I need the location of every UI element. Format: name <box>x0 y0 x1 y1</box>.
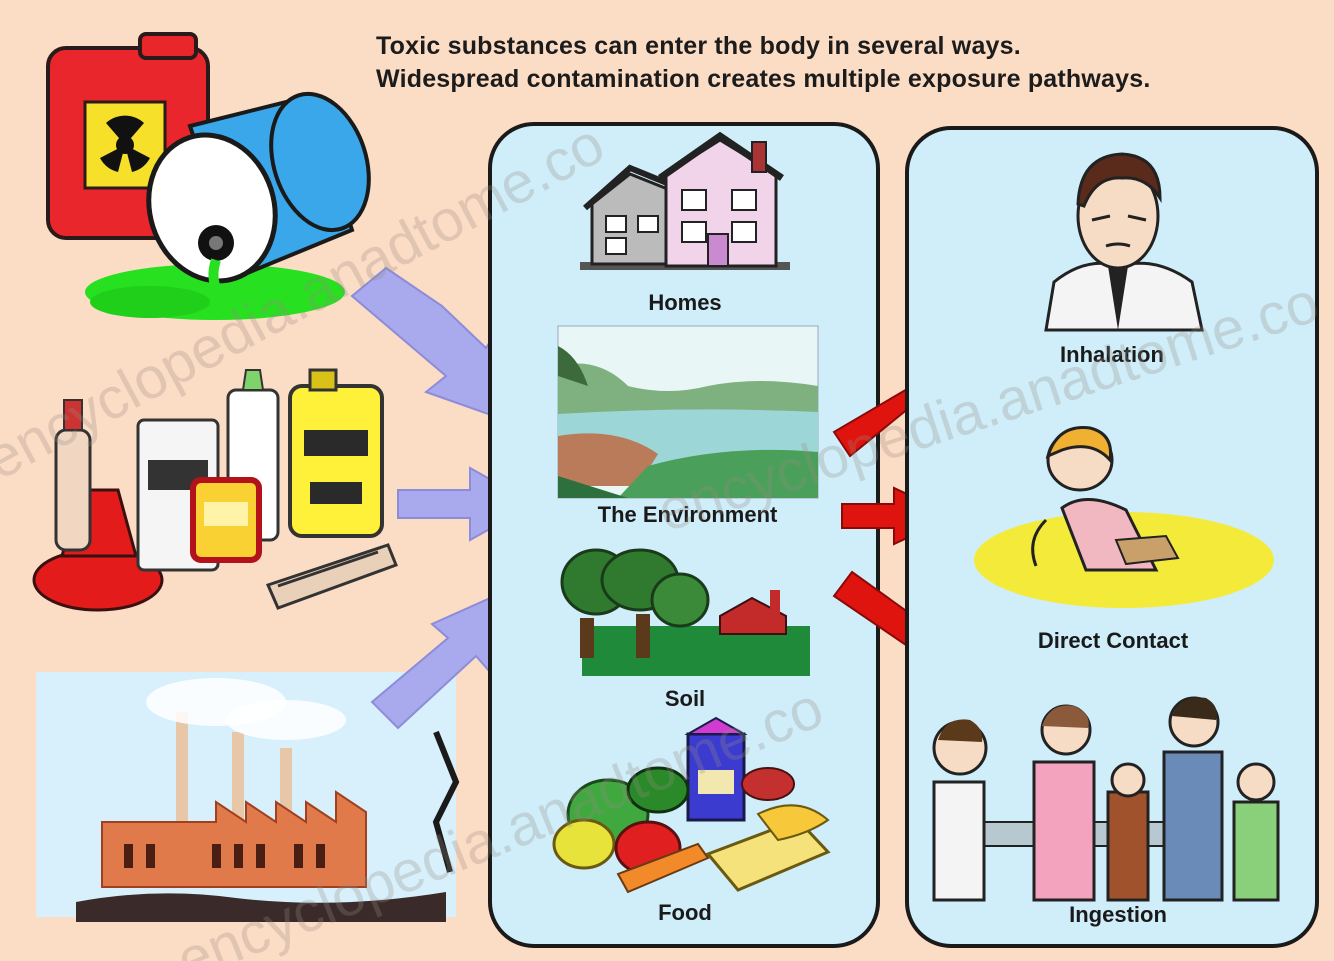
diagram-title: Toxic substances can enter the body in s… <box>376 30 1316 96</box>
trees-farm-icon <box>560 548 810 676</box>
houses-icon <box>580 131 790 270</box>
media-label-food: Food <box>658 900 712 925</box>
toxic-barrels-icon <box>46 32 371 320</box>
child-playing-icon <box>974 426 1274 608</box>
media-label-soil: Soil <box>664 686 706 711</box>
media-label-environment: The Environment <box>597 502 778 527</box>
media-label-homes: Homes <box>648 290 722 315</box>
inhaling-man-icon <box>1044 152 1204 332</box>
family-eating-icon <box>932 696 1280 902</box>
pathway-label-inhalation: Inhalation <box>1060 342 1164 367</box>
pathway-label-direct-contact: Direct Contact <box>1037 628 1189 653</box>
title-line-2: Widespread contamination creates multipl… <box>376 65 1151 93</box>
pathway-label-ingestion: Ingestion <box>1069 902 1167 927</box>
household-chemicals-icon <box>32 368 398 612</box>
landscape-icon <box>557 325 819 499</box>
food-icon <box>552 716 831 894</box>
title-line-1: Toxic substances can enter the body in s… <box>376 32 1021 60</box>
